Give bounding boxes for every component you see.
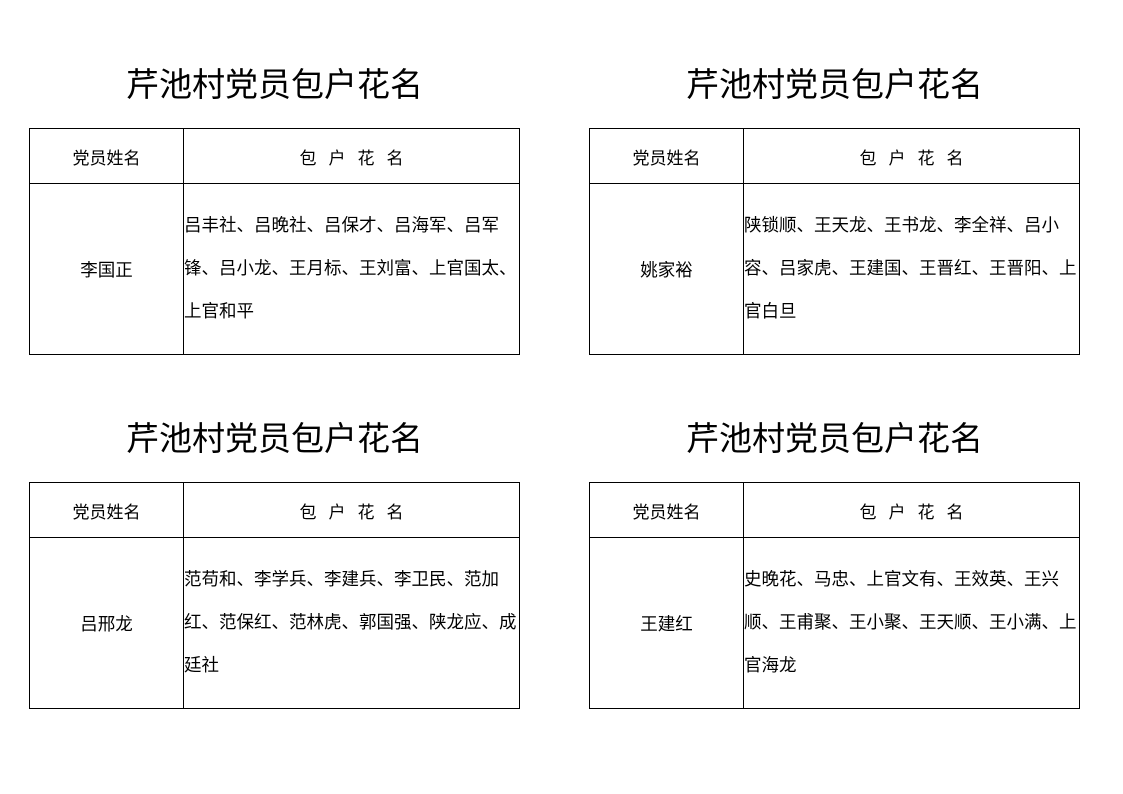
roster-table: 党员姓名 包户花名 吕邢龙 范苟和、李学兵、李建兵、李卫民、范加红、范保红、范林… [29, 482, 520, 709]
member-column-header: 党员姓名 [29, 482, 184, 538]
table-header-row: 党员姓名 包户花名 [589, 128, 1080, 184]
households-column-header: 包户花名 [859, 502, 976, 523]
household-list: 陕锁顺、王天龙、王书龙、李全祥、吕小容、吕家虎、王建国、王晋红、王晋阳、上官白旦 [744, 215, 1077, 322]
table-row: 姚家裕 陕锁顺、王天龙、王书龙、李全祥、吕小容、吕家虎、王建国、王晋红、王晋阳、… [589, 183, 1080, 355]
households-column-header: 包户花名 [299, 148, 416, 169]
table-row: 李国正 吕丰社、吕晚社、吕保才、吕海军、吕军锋、吕小龙、王月标、王刘富、上官国太… [29, 183, 520, 355]
card-title: 芹池村党员包户花名 [686, 65, 983, 104]
card-title: 芹池村党员包户花名 [126, 65, 423, 104]
household-list: 史晚花、马忠、上官文有、王效英、王兴顺、王甫聚、王小聚、王天顺、王小满、上官海龙 [744, 569, 1077, 676]
households-column-header: 包户花名 [299, 502, 416, 523]
member-column-header: 党员姓名 [589, 128, 744, 184]
roster-table: 党员姓名 包户花名 姚家裕 陕锁顺、王天龙、王书龙、李全祥、吕小容、吕家虎、王建… [589, 128, 1080, 355]
member-column-header: 党员姓名 [589, 482, 744, 538]
member-name: 李国正 [80, 260, 133, 281]
households-column-header: 包户花名 [859, 148, 976, 169]
table-row: 王建红 史晚花、马忠、上官文有、王效英、王兴顺、王甫聚、王小聚、王天顺、王小满、… [589, 537, 1080, 709]
household-list: 范苟和、李学兵、李建兵、李卫民、范加红、范保红、范林虎、郭国强、陕龙应、成廷社 [184, 569, 517, 676]
member-name: 姚家裕 [640, 260, 693, 281]
member-name: 王建红 [640, 614, 693, 635]
card-title: 芹池村党员包户花名 [686, 419, 983, 458]
table-header-row: 党员姓名 包户花名 [29, 128, 520, 184]
table-row: 吕邢龙 范苟和、李学兵、李建兵、李卫民、范加红、范保红、范林虎、郭国强、陕龙应、… [29, 537, 520, 709]
table-header-row: 党员姓名 包户花名 [29, 482, 520, 538]
member-column-header: 党员姓名 [29, 128, 184, 184]
roster-table: 党员姓名 包户花名 王建红 史晚花、马忠、上官文有、王效英、王兴顺、王甫聚、王小… [589, 482, 1080, 709]
roster-table: 党员姓名 包户花名 李国正 吕丰社、吕晚社、吕保才、吕海军、吕军锋、吕小龙、王月… [29, 128, 520, 355]
card-title: 芹池村党员包户花名 [126, 419, 423, 458]
household-list: 吕丰社、吕晚社、吕保才、吕海军、吕军锋、吕小龙、王月标、王刘富、上官国太、上官和… [184, 215, 517, 322]
member-name: 吕邢龙 [80, 614, 133, 635]
table-header-row: 党员姓名 包户花名 [589, 482, 1080, 538]
